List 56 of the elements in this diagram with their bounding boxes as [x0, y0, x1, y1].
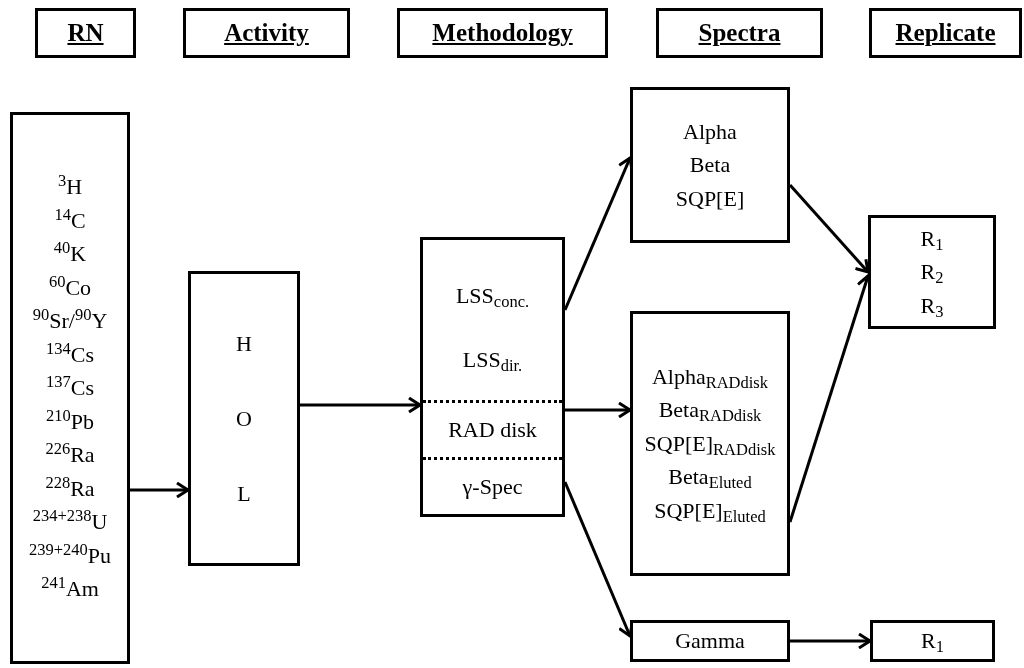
header-box	[397, 8, 608, 58]
box-text: $^{137}$Cs	[46, 374, 94, 402]
arrow	[788, 184, 870, 274]
column-heading: Activity	[224, 18, 309, 49]
column-heading: Replicate	[895, 18, 996, 49]
box-text: H	[236, 329, 252, 358]
box-text: $^{90}$Sr/$^{90}$Y	[32, 307, 108, 335]
box-text: SQP[E]$_{Eluted}$	[654, 496, 766, 525]
box-text: Beta$_{Eluted}$	[668, 463, 752, 491]
box-text: O	[236, 404, 252, 433]
box-text: SQP[E]	[675, 184, 745, 213]
box-text: SQP[E]$_{RADdisk}$	[644, 429, 776, 458]
box-text: Alpha	[683, 117, 737, 146]
box-text: Alpha$_{RADdisk}$	[651, 362, 769, 391]
box-text: $^{234+238}$U	[32, 508, 108, 536]
process-box	[10, 112, 130, 664]
process-box	[188, 271, 300, 566]
box-text: $^{14}$C	[54, 206, 86, 235]
process-box	[868, 215, 996, 329]
box-text: $^{226}$Ra	[45, 441, 95, 469]
box-text: $^{3}$H	[57, 173, 83, 201]
box-text: Beta	[689, 151, 731, 179]
box-text: $^{239+240}$Pu	[28, 541, 112, 570]
header-box	[869, 8, 1022, 58]
box-text: $^{40}$K	[53, 240, 87, 268]
header-box	[656, 8, 823, 58]
box-text: γ-Spec	[462, 473, 523, 501]
header-box	[183, 8, 350, 58]
process-box	[630, 311, 790, 576]
column-heading: RN	[67, 18, 104, 49]
box-text: R$_{1}$	[921, 627, 944, 655]
box-text: LSS$_{dir.}$	[462, 346, 523, 374]
process-box	[630, 620, 790, 662]
arrow	[300, 396, 422, 414]
box-text: $^{228}$Ra	[45, 474, 95, 503]
box-text: LSS$_{conc.}$	[455, 282, 530, 310]
process-box	[420, 237, 565, 517]
arrow	[790, 632, 872, 650]
box-text: $^{210}$Pb	[46, 407, 94, 436]
process-box	[630, 87, 790, 243]
arrow	[565, 401, 632, 419]
box-text: R$_{3}$	[920, 291, 944, 320]
box-text: RAD disk	[448, 416, 537, 444]
box-text: R$_{1}$	[920, 224, 944, 253]
column-heading: Methodology	[432, 18, 573, 49]
box-text: $^{134}$Cs	[46, 340, 94, 369]
header-box	[35, 8, 136, 58]
box-text: $^{60}$Co	[48, 273, 92, 302]
box-text: Beta$_{RADdisk}$	[658, 396, 762, 424]
column-heading: Spectra	[698, 18, 781, 49]
box-text: L	[237, 479, 251, 508]
process-box	[870, 620, 995, 662]
box-text: $^{241}$Am	[41, 575, 99, 603]
box-text: R$_{2}$	[920, 258, 944, 286]
arrow	[130, 481, 190, 499]
box-text: Gamma	[675, 627, 745, 655]
